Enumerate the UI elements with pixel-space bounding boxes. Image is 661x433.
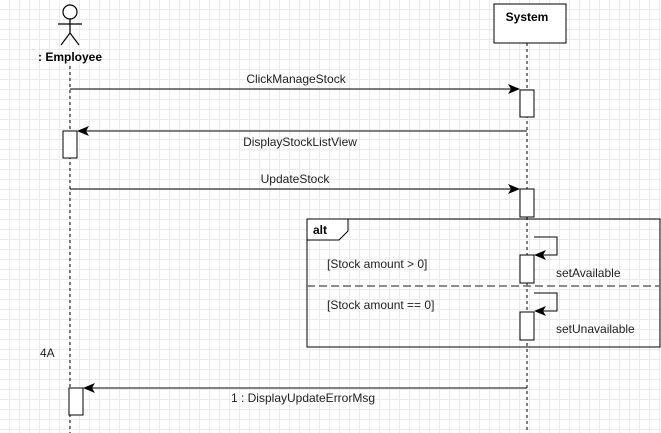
message-label: DisplayStockListView <box>243 135 357 149</box>
guard-available: [Stock amount > 0] <box>327 257 427 271</box>
self-message-label: setUnavailable <box>556 322 635 336</box>
activation-bar <box>519 254 535 284</box>
actor-label: : Employee <box>38 50 102 64</box>
employee-actor-icon <box>58 4 82 46</box>
message-label: ClickManageStock <box>246 72 346 86</box>
system-label: System <box>506 10 549 24</box>
self-message-label: setAvailable <box>556 266 621 280</box>
activation-bar <box>519 89 535 118</box>
self-message-arrow[interactable] <box>534 292 558 316</box>
alt-fragment[interactable] <box>306 218 661 348</box>
activation-bar <box>519 311 535 341</box>
alt-operator: alt <box>313 223 327 237</box>
guard-unavailable: [Stock amount == 0] <box>327 298 434 312</box>
self-message-arrow[interactable] <box>534 236 558 260</box>
activation-bar <box>68 387 84 416</box>
message-label: 1 : DisplayUpdateErrorMsg <box>231 391 375 405</box>
activation-bar <box>62 130 78 159</box>
alt-fragment-tag <box>306 218 349 241</box>
note-label: 4A <box>40 346 55 360</box>
activation-bar <box>519 188 535 218</box>
system-lifeline-head[interactable] <box>493 3 567 44</box>
message-label: UpdateStock <box>261 172 331 186</box>
